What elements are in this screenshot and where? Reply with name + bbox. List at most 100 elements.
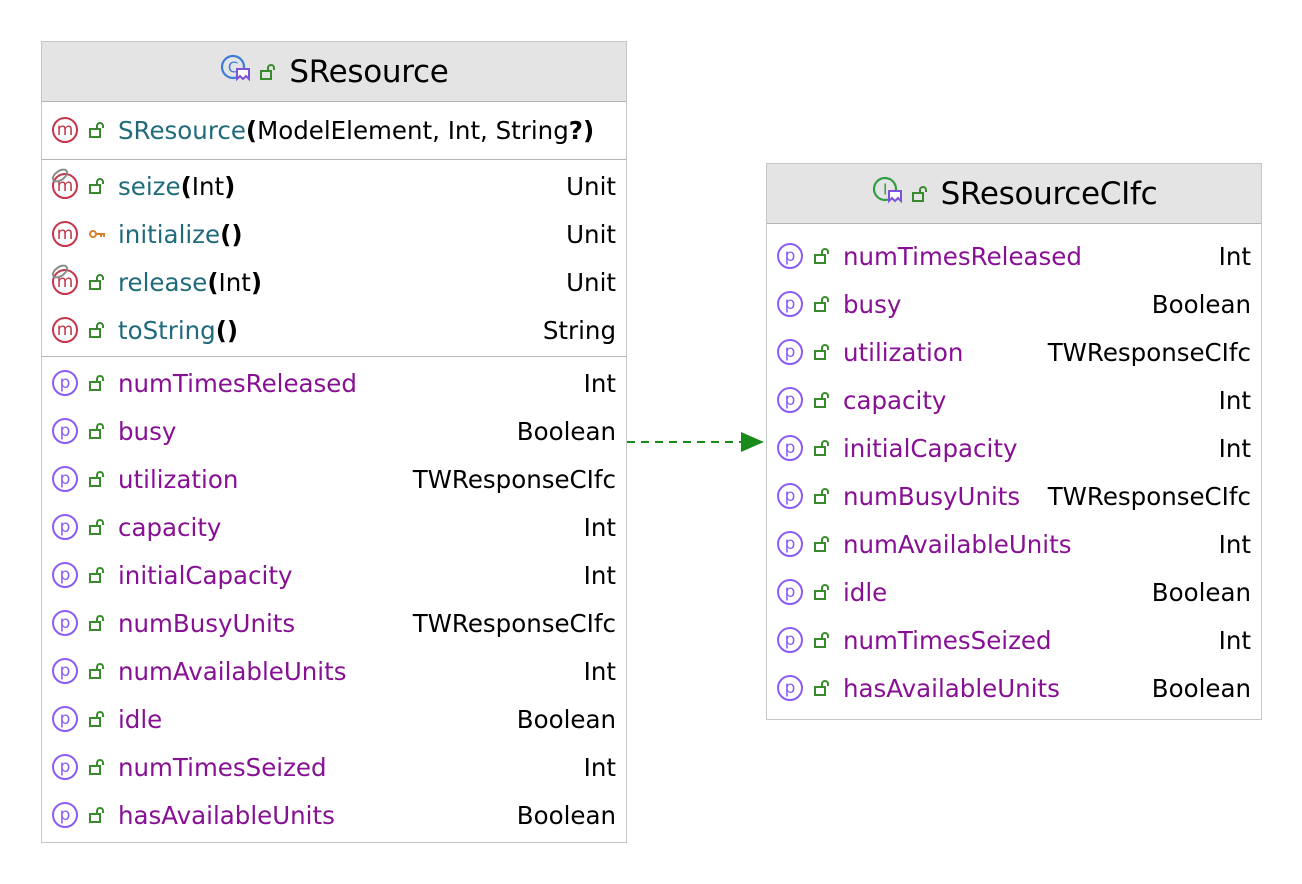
property-name: utilization (843, 337, 964, 367)
property-kind-icon: p (52, 802, 78, 828)
property-type: TWResponseCIfc (1047, 481, 1251, 511)
method-return-type: String (542, 315, 616, 345)
unlocked-icon (88, 662, 106, 680)
unlocked-icon (88, 321, 106, 339)
unlocked-icon (813, 343, 831, 361)
unlocked-icon (88, 710, 106, 728)
property-kind-icon: p (52, 514, 78, 540)
property-kind-icon: p (52, 418, 78, 444)
unlocked-icon (813, 295, 831, 313)
unlocked-icon (88, 470, 106, 488)
property-type: Boolean (1151, 577, 1251, 607)
property-type: Int (1218, 241, 1251, 271)
property-kind-icon: p (52, 466, 78, 492)
property-type: Boolean (516, 704, 616, 734)
unlocked-icon (259, 63, 277, 81)
property-type: TWResponseCIfc (412, 464, 616, 494)
property-name: utilization (118, 464, 239, 494)
unlocked-icon (813, 583, 831, 601)
svg-text:C: C (228, 58, 238, 76)
property-name: numTimesSeized (843, 625, 1052, 655)
method-kind-icon: m (49, 261, 78, 295)
unlocked-icon (813, 535, 831, 553)
unlocked-icon (813, 439, 831, 457)
property-type: Boolean (1151, 673, 1251, 703)
property-name: idle (843, 577, 888, 607)
property-kind-icon: p (777, 675, 803, 701)
property-kind-icon: p (777, 243, 803, 269)
property-name: initialCapacity (843, 433, 1018, 463)
property-name: numAvailableUnits (843, 529, 1072, 559)
property-row[interactable]: p busy Boolean (767, 280, 1261, 328)
property-row[interactable]: p numAvailableUnits Int (767, 520, 1261, 568)
property-kind-icon: p (52, 658, 78, 684)
property-kind-icon: p (52, 754, 78, 780)
property-type: TWResponseCIfc (1047, 337, 1251, 367)
property-kind-icon: p (777, 291, 803, 317)
constructors-section: m SResource(ModelElement, Int, String?) (42, 102, 626, 159)
property-type: Int (1218, 529, 1251, 559)
key-icon (88, 225, 106, 243)
property-type: Int (1218, 625, 1251, 655)
unlocked-icon (813, 631, 831, 649)
property-name: numTimesReleased (118, 368, 357, 398)
method-kind-icon: m (49, 165, 78, 199)
interface-icon: I (871, 175, 905, 213)
unlocked-icon (813, 679, 831, 697)
realization-arrow (627, 432, 764, 452)
constructor-row[interactable]: m SResource(ModelElement, Int, String?) (42, 106, 626, 154)
class-icon: C (219, 53, 253, 91)
unlocked-icon (88, 121, 106, 139)
property-name: numAvailableUnits (118, 656, 347, 686)
property-kind-icon: p (777, 579, 803, 605)
svg-text:I: I (883, 180, 887, 198)
method-kind-icon: m (52, 317, 78, 343)
property-kind-icon: p (777, 483, 803, 509)
unlocked-icon (88, 273, 106, 291)
unlocked-icon (813, 391, 831, 409)
property-name: busy (118, 416, 177, 446)
property-row[interactable]: p hasAvailableUnits Boolean (42, 791, 626, 839)
class-sresource[interactable]: C SResource m SResource(ModelElement, In… (41, 41, 627, 843)
method-return-type: Unit (566, 267, 616, 297)
property-name: numBusyUnits (118, 608, 296, 638)
property-type: Boolean (516, 416, 616, 446)
unlocked-icon (813, 487, 831, 505)
property-kind-icon: p (777, 435, 803, 461)
property-kind-icon: p (777, 387, 803, 413)
property-type: Boolean (516, 800, 616, 830)
property-type: Boolean (1151, 289, 1251, 319)
property-name: busy (843, 289, 902, 319)
property-row[interactable]: p utilization TWResponseCIfc (42, 455, 626, 503)
method-signature: initialize() (118, 219, 243, 249)
unlocked-icon (88, 177, 106, 195)
property-kind-icon: p (777, 531, 803, 557)
property-row[interactable]: p busy Boolean (42, 407, 626, 455)
property-row[interactable]: p idle Boolean (767, 568, 1261, 616)
property-name: idle (118, 704, 163, 734)
property-name: capacity (843, 385, 947, 415)
interface-header: I SResourceCIfc (767, 164, 1261, 224)
property-name: hasAvailableUnits (118, 800, 335, 830)
